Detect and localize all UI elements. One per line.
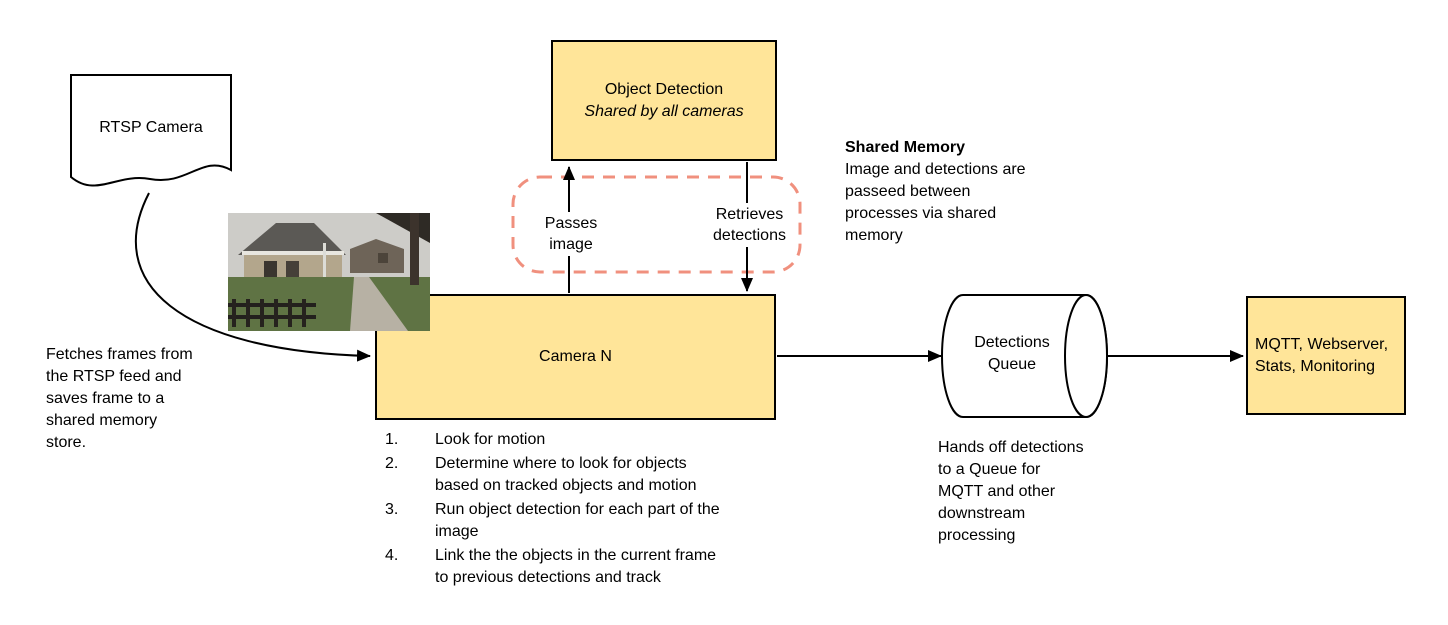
fetch-note: Fetches frames from the RTSP feed and sa… xyxy=(46,346,193,451)
object-detection-node: Object Detection Shared by all cameras xyxy=(551,40,777,161)
shared-memory-body: Image and detections are passeed between… xyxy=(845,161,1026,244)
camera-n-node: Camera N xyxy=(375,294,776,420)
outputs-label: MQTT, Webserver, Stats, Monitoring xyxy=(1255,335,1389,375)
outputs-node: MQTT, Webserver, Stats, Monitoring xyxy=(1246,296,1406,415)
rtsp-camera-label: RTSP Camera xyxy=(99,119,203,136)
rtsp-camera-document-shape xyxy=(70,74,232,187)
camera-step-item: Determine where to look for objects base… xyxy=(435,455,697,494)
retrieves-detections-label: Retrieves detections xyxy=(701,203,798,247)
camera-snapshot-image xyxy=(228,213,430,331)
shared-memory-dashed-region xyxy=(511,175,802,274)
detections-queue-cylinder-shape xyxy=(941,294,1108,418)
queue-note: Hands off detections to a Queue for MQTT… xyxy=(938,439,1084,544)
arrow-rtsp-to-camera xyxy=(134,192,371,362)
shared-memory-title: Shared Memory xyxy=(845,139,966,156)
camera-step-item: Link the the objects in the current fram… xyxy=(435,547,717,586)
object-detection-title: Object Detection xyxy=(604,80,724,98)
object-detection-subtitle: Shared by all cameras xyxy=(584,102,744,120)
camera-n-label: Camera N xyxy=(539,348,612,365)
shared-memory-note: Shared Memory Image and detections are p… xyxy=(845,137,1063,247)
camera-steps-list: Look for motion Determine where to look … xyxy=(383,429,735,591)
passes-image-label: Passes image xyxy=(527,212,615,256)
camera-step-item: Look for motion xyxy=(435,431,546,448)
detections-queue-label: Detections Queue xyxy=(974,334,1050,373)
camera-step-item: Run object detection for each part of th… xyxy=(435,501,720,540)
